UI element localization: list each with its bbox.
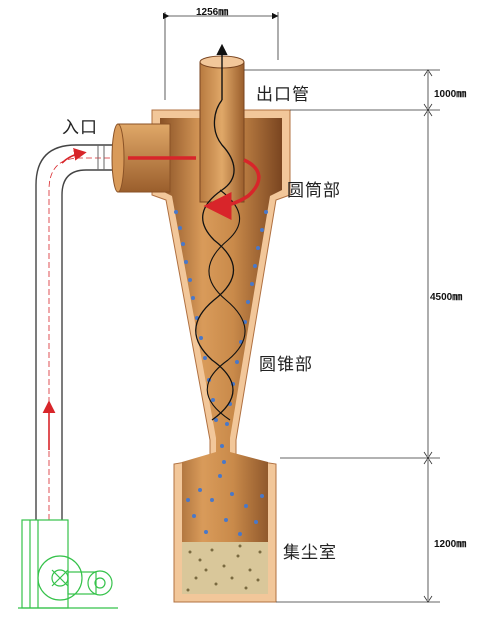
inlet-label: 入口 bbox=[62, 118, 98, 138]
inlet-duct bbox=[35, 144, 118, 521]
dust-pile bbox=[182, 542, 268, 594]
collector-label: 集尘室 bbox=[283, 543, 337, 563]
dust-texture bbox=[186, 544, 262, 592]
cone-label: 圆锥部 bbox=[259, 355, 313, 375]
dim-body-height: 4500㎜ bbox=[430, 292, 463, 303]
dim-collector-height: 1200㎜ bbox=[434, 539, 467, 550]
flow-elbow-arrow bbox=[61, 148, 87, 164]
dimension-lines bbox=[163, 12, 440, 603]
outlet-pipe-label: 出口管 bbox=[256, 85, 310, 105]
particle-streams bbox=[174, 210, 268, 536]
fan bbox=[18, 519, 118, 609]
cylinder-label: 圆筒部 bbox=[287, 181, 341, 201]
dim-top-width: 1256㎜ bbox=[196, 7, 229, 18]
spiral-flow-2 bbox=[206, 189, 246, 421]
inlet-swirl-arrow bbox=[128, 156, 261, 206]
dim-outlet-height: 1000㎜ bbox=[434, 89, 467, 100]
cyclone-body bbox=[160, 118, 282, 594]
